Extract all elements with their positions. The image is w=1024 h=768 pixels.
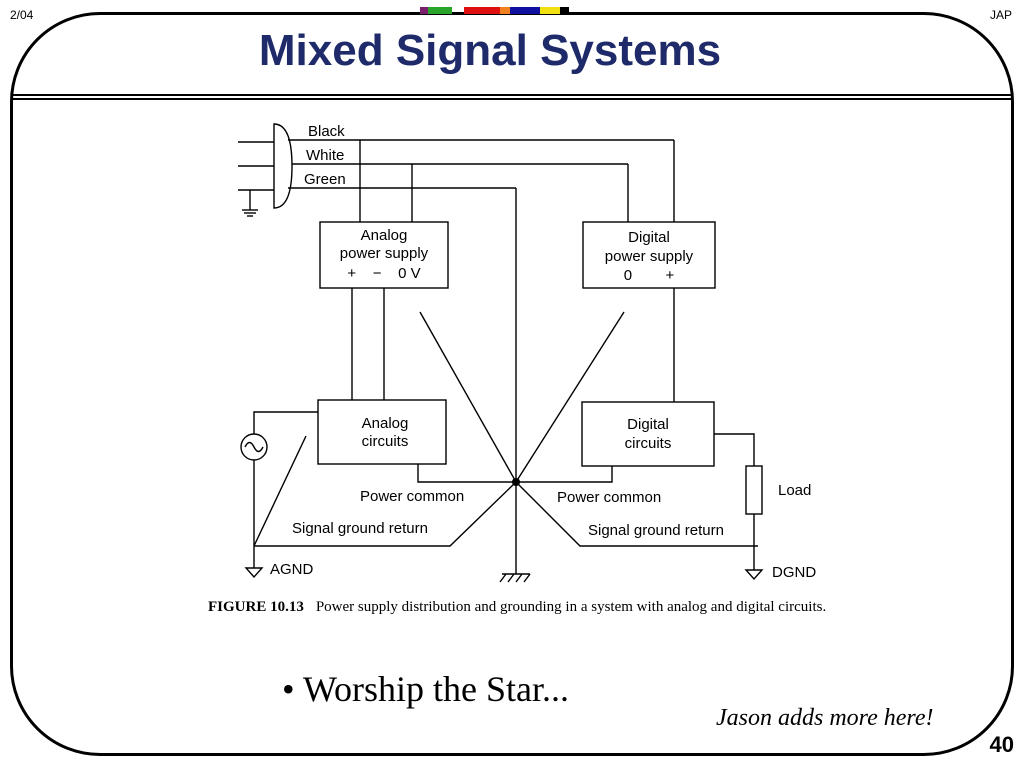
green-wire-label: Green	[304, 171, 346, 188]
figure-caption: FIGURE 10.13 Power supply distribution an…	[208, 598, 868, 616]
date-label: 2/04	[10, 8, 34, 22]
power-plug	[273, 123, 293, 209]
star-ground-node	[512, 478, 520, 486]
title-separator-bottom	[12, 98, 1012, 100]
presenter-note: Jason adds more here!	[716, 705, 934, 731]
title-separator-top	[12, 94, 1012, 96]
slide-title: Mixed Signal Systems	[258, 26, 722, 75]
figure-caption-text: Power supply distribution and grounding …	[315, 599, 827, 615]
color-bar-black	[560, 7, 569, 14]
color-bar-orange	[500, 7, 510, 14]
power-common-left-label: Power common	[360, 488, 464, 505]
diagram-label: Digital	[628, 229, 670, 246]
bullet-point: • Worship the Star...	[282, 669, 570, 709]
analog-power-common	[417, 464, 516, 483]
diagram-label: circuits	[362, 433, 409, 450]
author-label: JAP	[989, 8, 1012, 22]
grounding-diagram: Black White Green Analog power supply + …	[238, 123, 816, 583]
load-resistor	[745, 465, 763, 515]
power-common-right-label: Power common	[557, 489, 661, 506]
dgnd-label: DGND	[772, 564, 816, 581]
analog-circuits-box	[317, 399, 447, 465]
color-bar-purple	[420, 7, 428, 14]
agnd-symbol	[244, 567, 264, 579]
page-number: 40	[989, 732, 1014, 757]
agnd-label: AGND	[270, 561, 314, 578]
signal-return-left-label: Signal ground return	[292, 520, 428, 537]
diagram-label: + − 0 V	[347, 265, 420, 282]
black-wire-label: Black	[308, 123, 345, 140]
digital-signal-ground-return	[515, 481, 758, 547]
color-bar-red	[464, 7, 500, 14]
diagram-label: circuits	[625, 435, 672, 452]
analog-0v-to-star	[419, 311, 517, 483]
diagram-label: 0 +	[624, 267, 675, 284]
diagram-label: power supply	[340, 245, 429, 262]
color-bar-navy	[510, 7, 540, 14]
diagram-label: power supply	[605, 248, 694, 265]
load-label: Load	[778, 482, 811, 499]
digital-0-to-star	[515, 311, 625, 483]
color-bar-green	[428, 7, 452, 14]
diagram-label: Digital	[627, 416, 669, 433]
color-bar-yellow	[540, 7, 560, 14]
analog-signal-ground-return	[254, 481, 517, 547]
signal-return-right-label: Signal ground return	[588, 522, 724, 539]
dgnd-symbol	[744, 569, 764, 581]
figure-label: FIGURE 10.13	[208, 599, 304, 615]
digital-power-common	[516, 466, 613, 483]
diagram-label: Analog	[361, 227, 408, 244]
digital-power-supply-box	[582, 221, 716, 289]
diagram-label: Analog	[362, 415, 409, 432]
digital-circuits-box	[581, 401, 715, 467]
white-wire-label: White	[306, 147, 344, 164]
